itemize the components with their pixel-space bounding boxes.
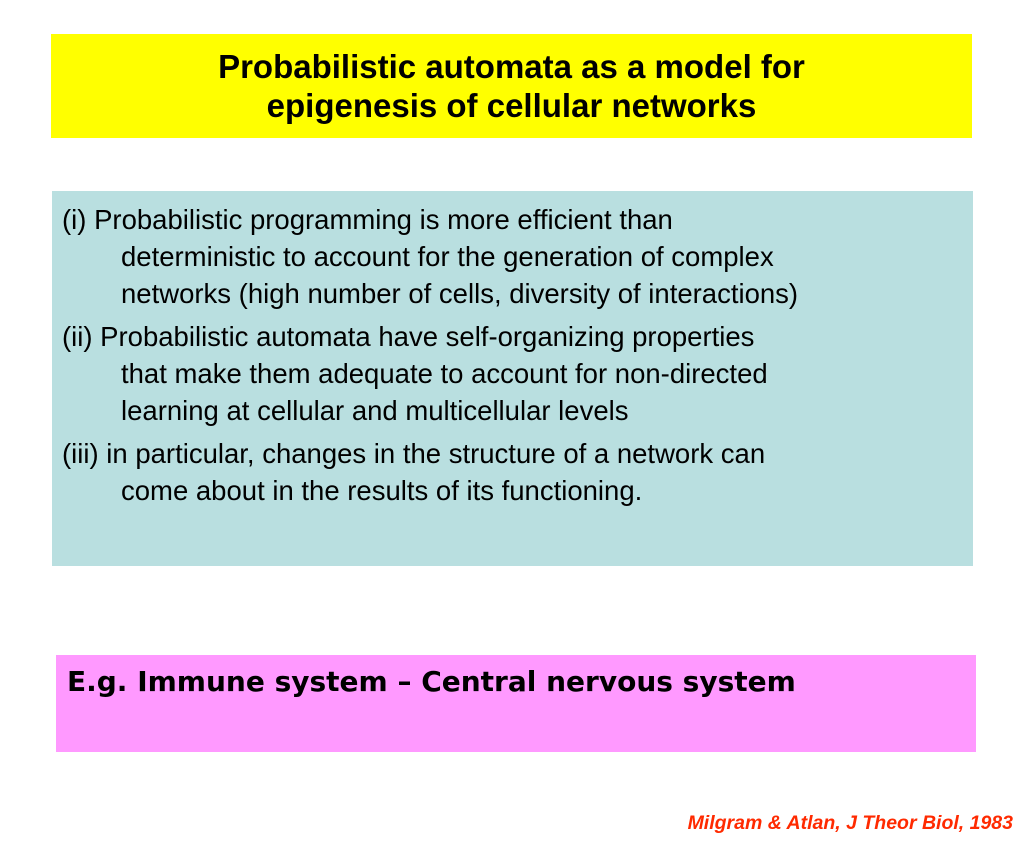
point-2: (ii) Probabilistic automata have self-or… [62,318,973,429]
point-1-line-3: networks (high number of cells, diversit… [121,278,799,309]
point-1: (i) Probabilistic programming is more ef… [62,201,973,312]
point-3-line-2: come about in the results of its functio… [121,475,643,506]
point-1-line-2: deterministic to account for the generat… [121,241,774,272]
citation: Milgram & Atlan, J Theor Biol, 1983 [687,812,1013,834]
slide-title-line-2: epigenesis of cellular networks [266,87,757,124]
example-text: E.g. Immune system – Central nervous sys… [67,665,796,698]
point-3-line-1: (iii) in particular, changes in the stru… [62,438,766,469]
point-3: (iii) in particular, changes in the stru… [62,435,973,509]
slide-title-line-1: Probabilistic automata as a model for [218,48,805,85]
point-2-line-3: learning at cellular and multicellular l… [121,395,629,426]
point-1-line-1: (i) Probabilistic programming is more ef… [62,204,673,235]
points-box: (i) Probabilistic programming is more ef… [52,191,973,566]
point-2-line-1: (ii) Probabilistic automata have self-or… [62,321,755,352]
point-2-line-2: that make them adequate to account for n… [121,358,768,389]
slide-title-box: Probabilistic automata as a model for ep… [51,34,972,138]
example-box: E.g. Immune system – Central nervous sys… [56,655,976,752]
